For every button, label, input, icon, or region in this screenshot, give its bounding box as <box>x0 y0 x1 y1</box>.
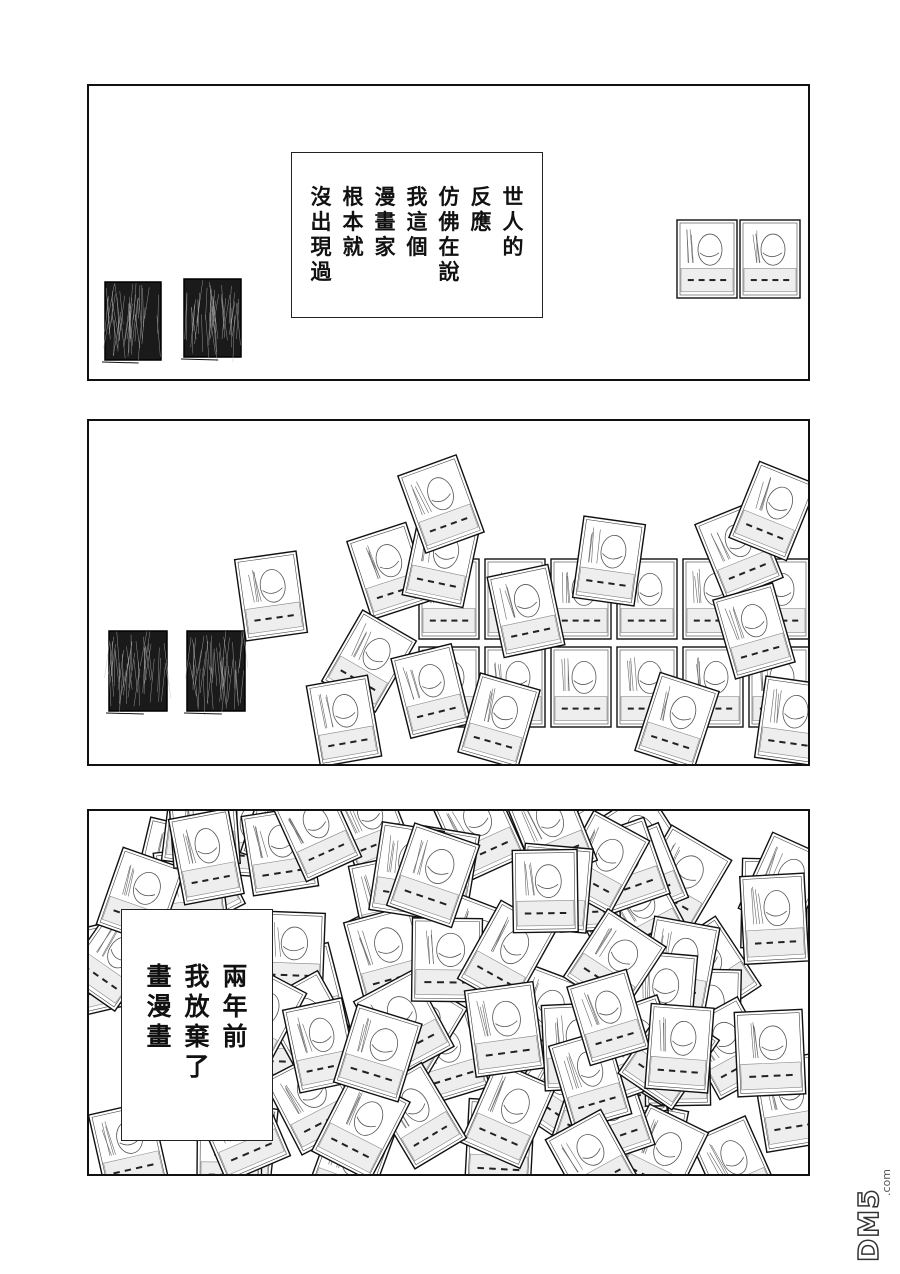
manuscript-sheet <box>712 582 796 680</box>
narration-box-2: 兩年前 我放棄了 畫漫畫 <box>121 909 273 1141</box>
dark-scribbled-board <box>104 630 172 715</box>
manuscript-sheet <box>644 1002 715 1094</box>
manga-panel-2 <box>87 419 810 766</box>
manuscript-sheet <box>233 550 309 642</box>
dark-scribbled-board <box>183 630 249 716</box>
manuscript-sheet <box>738 872 808 966</box>
manuscript-sheet <box>727 460 808 562</box>
manuscript-sheet <box>571 515 647 607</box>
panel-1-artwork <box>101 219 801 364</box>
manuscript-sheet <box>305 674 383 764</box>
manuscript-sheet <box>396 453 486 555</box>
manuscript-sheet <box>550 646 612 728</box>
narration-column: 沒出現過 <box>310 185 332 284</box>
manuscript-sheet <box>272 811 363 883</box>
panel-2-artwork <box>104 453 808 764</box>
manuscript-sheet <box>753 675 808 764</box>
narration-column: 世人的 <box>502 185 524 259</box>
manuscript-sheet <box>566 968 651 1067</box>
manuscript-sheet <box>457 672 541 764</box>
manuscript-sheet <box>633 671 721 764</box>
manuscript-sheet <box>390 642 472 740</box>
narration-box-1: 世人的 反應 仿佛在說 我這個 漫畫家 根本就 沒出現過 <box>291 152 543 318</box>
manuscript-sheet <box>733 1008 807 1098</box>
narration-column: 我這個 <box>406 185 428 259</box>
manga-panel-1: 世人的 反應 仿佛在說 我這個 漫畫家 根本就 沒出現過 <box>87 84 810 381</box>
manuscript-sheet <box>676 219 738 299</box>
manga-panel-3: 兩年前 我放棄了 畫漫畫 <box>87 809 810 1176</box>
manuscript-sheet <box>167 811 245 906</box>
watermark-domain: .com <box>880 1169 893 1196</box>
manuscript-sheet <box>385 822 481 929</box>
dark-scribbled-board <box>180 278 242 362</box>
narration-column: 漫畫家 <box>374 185 396 259</box>
dark-scribbled-board <box>101 281 162 364</box>
narration-text-1: 世人的 反應 仿佛在說 我這個 漫畫家 根本就 沒出現過 <box>292 153 542 317</box>
manuscript-sheet <box>511 848 579 934</box>
narration-column: 畫漫畫 <box>146 962 172 1051</box>
narration-column: 反應 <box>470 185 492 234</box>
manuscript-sheet <box>459 1059 557 1170</box>
manuscript-sheet <box>739 219 801 299</box>
manuscript-sheet <box>544 1108 641 1174</box>
watermark-logo: DM5 <box>851 1188 886 1263</box>
narration-text-2: 兩年前 我放棄了 畫漫畫 <box>122 910 272 1140</box>
manuscript-sheet <box>689 1115 782 1174</box>
manuscript-sheet <box>310 1071 412 1174</box>
narration-column: 兩年前 <box>222 962 248 1051</box>
narration-column: 我放棄了 <box>184 962 210 1081</box>
narration-column: 仿佛在說 <box>438 185 460 284</box>
manuscript-sheet <box>332 1003 423 1103</box>
manuscript-sheet <box>463 980 546 1078</box>
manuscript-sheet <box>486 563 566 659</box>
narration-column: 根本就 <box>342 185 364 259</box>
